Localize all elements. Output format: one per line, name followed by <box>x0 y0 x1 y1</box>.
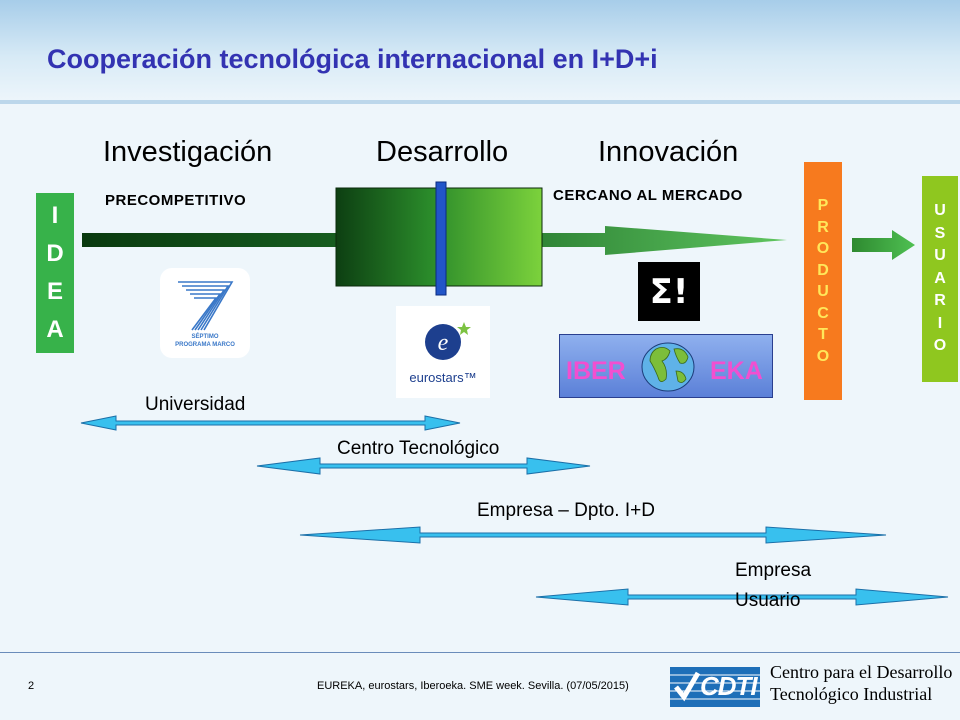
fp7-line1: SÉPTIMO <box>191 334 219 340</box>
cdti-check-icon <box>670 667 760 707</box>
page-number: 2 <box>28 680 35 692</box>
producto-letter: O <box>816 347 830 365</box>
header-rule <box>0 100 960 104</box>
svg-text:e: e <box>438 330 449 356</box>
iberoeka-text-right: EKA <box>710 357 763 385</box>
usuario-letter: U <box>934 247 946 265</box>
producto-letter: U <box>817 283 829 300</box>
fp7-seven-icon <box>178 281 234 331</box>
eureka-sigma-icon: Σ! <box>649 271 689 312</box>
usuario-letter: I <box>937 314 943 332</box>
idea-letter: I <box>51 202 59 229</box>
label-empresa-id: Empresa – Dpto. I+D <box>477 500 655 521</box>
iberoeka-logo: IBER EKA <box>559 334 773 398</box>
development-divider-bar <box>435 181 447 296</box>
cdti-logo: CDTI <box>670 665 760 709</box>
fp7-logo: SÉPTIMO PROGRAMA MARCO <box>160 268 250 358</box>
producto-to-usuario-arrow <box>852 230 915 260</box>
usuario-letter: O <box>933 337 947 355</box>
eureka-logo: Σ! <box>638 262 700 321</box>
usuario-letter: A <box>934 269 946 287</box>
eurostars-logo: e eurostars™ <box>396 306 490 398</box>
producto-letter: T <box>818 326 828 343</box>
arrow-empresa-id <box>299 526 887 544</box>
producto-letter: O <box>816 240 830 257</box>
idea-letter: A <box>46 316 64 343</box>
producto-letter: D <box>817 261 829 279</box>
usuario-letter: R <box>934 292 946 310</box>
producto-letter: P <box>817 197 829 214</box>
phase-investigacion: Investigación <box>103 136 273 168</box>
producto-box: P R O D U C T O <box>804 162 842 400</box>
usuario-letter: S <box>934 224 946 242</box>
label-precompetitivo: PRECOMPETITIVO <box>105 192 247 209</box>
cdti-full-name: Centro para el Desarrollo Tecnológico In… <box>770 661 952 705</box>
producto-letter: C <box>817 304 829 322</box>
label-centro-tecnologico: Centro Tecnológico <box>337 438 500 459</box>
header-band <box>0 0 960 103</box>
usuario-box: U S U A R I O <box>922 176 958 382</box>
eurostars-e-icon: e <box>425 322 471 360</box>
footer-caption: EUREKA, eurostars, Iberoeka. SME week. S… <box>317 680 629 692</box>
idea-box: I D E A <box>36 193 74 353</box>
idea-letter: D <box>46 240 64 267</box>
idea-letter: E <box>46 278 63 305</box>
producto-letter: R <box>817 218 829 236</box>
arrow-empresa-usuario <box>535 588 949 606</box>
cdti-wordmark: CDTI <box>700 671 758 701</box>
cdti-name-line1: Centro para el Desarrollo <box>770 662 953 682</box>
arrow-universidad <box>80 415 461 431</box>
phase-desarrollo: Desarrollo <box>376 136 509 168</box>
usuario-letter: U <box>934 202 946 220</box>
label-empresa-usuario-line1: Empresa <box>735 560 812 581</box>
cdti-name-line2: Tecnológico Industrial <box>770 684 933 704</box>
arrow-centro-tecnologico <box>256 457 591 475</box>
fp7-line2: PROGRAMA MARCO <box>175 342 235 348</box>
iberoeka-text-left: IBER <box>566 357 626 385</box>
globe-icon <box>641 342 695 392</box>
label-universidad: Universidad <box>145 394 246 415</box>
label-cercano-al-mercado: CERCANO AL MERCADO <box>553 187 743 204</box>
footer-rule <box>0 652 960 653</box>
label-empresa-usuario-line2: Usuario <box>735 590 801 611</box>
phase-innovacion: Innovación <box>598 136 739 168</box>
slide-title: Cooperación tecnológica internacional en… <box>47 44 658 74</box>
eurostars-wordmark: eurostars™ <box>409 370 477 385</box>
